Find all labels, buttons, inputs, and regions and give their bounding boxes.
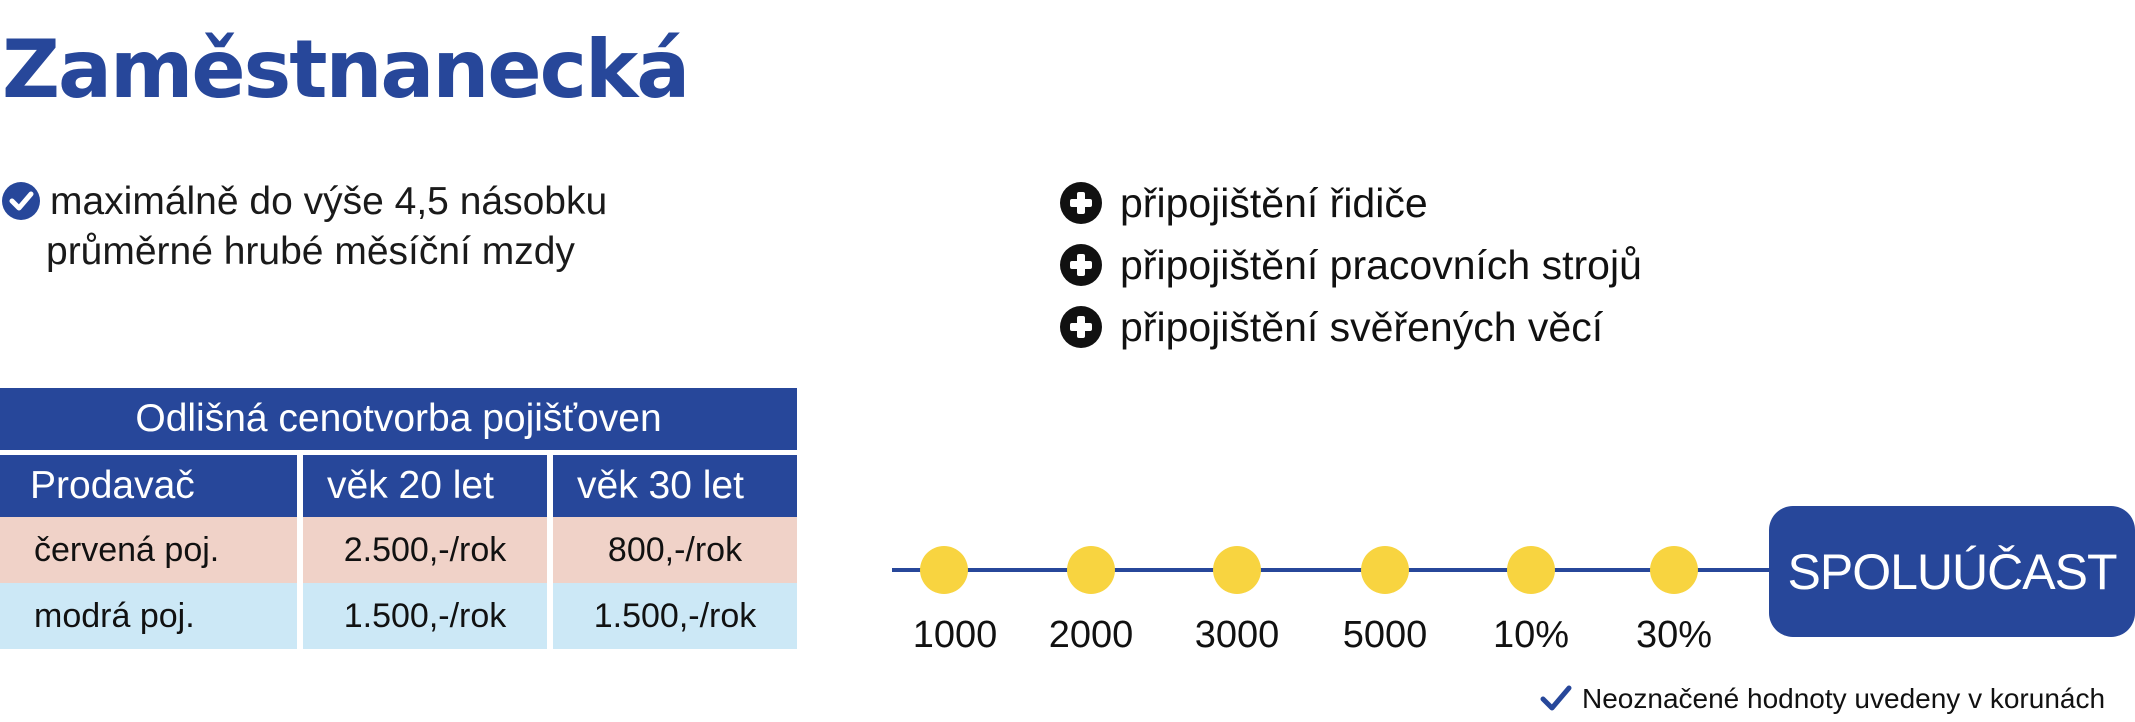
deductible-option-label: 1000 xyxy=(912,614,998,656)
plus-circle-icon xyxy=(1060,306,1102,348)
deductible-option-label: 2000 xyxy=(1048,614,1134,656)
deductible-option-dot[interactable] xyxy=(1507,546,1555,594)
limit-feature-line-1: maximálně do výše 4,5 násobku xyxy=(50,180,608,223)
header-age-20: věk 20 let xyxy=(297,452,550,517)
header-seller: Prodavač xyxy=(0,452,300,517)
deductible-option-label: 5000 xyxy=(1342,614,1428,656)
cell-price-30: 1.500,-/rok xyxy=(546,583,798,649)
deductible-timeline-line xyxy=(892,568,1778,572)
deductible-option-label: 10% xyxy=(1492,614,1570,656)
deductible-option-dot[interactable] xyxy=(1361,546,1409,594)
pricing-table: Odlišná cenotvorba pojišťoven Prodavač v… xyxy=(0,388,798,649)
deductible-label-box: SPOLUÚČAST xyxy=(1769,506,2135,637)
deductible-option-dot[interactable] xyxy=(920,546,968,594)
cell-seller: červená poj. xyxy=(0,517,300,583)
deductible-option-dot[interactable] xyxy=(1650,546,1698,594)
table-row: červená poj. 2.500,-/rok 800,-/rok xyxy=(0,517,798,583)
page-title: Zaměstnanecká xyxy=(2,23,690,116)
header-age-30: věk 30 let xyxy=(546,452,798,517)
addon-label: připojištění řidiče xyxy=(1120,180,1428,226)
addon-label: připojištění svěřených věcí xyxy=(1120,304,1604,350)
deductible-option-label: 30% xyxy=(1635,614,1713,656)
table-header-row: Prodavač věk 20 let věk 30 let xyxy=(0,452,798,517)
deductible-option-dot[interactable] xyxy=(1213,546,1261,594)
deductible-option-label: 3000 xyxy=(1194,614,1280,656)
cell-price-30: 800,-/rok xyxy=(546,517,798,583)
check-circle-icon xyxy=(2,182,40,220)
plus-circle-icon xyxy=(1060,244,1102,286)
cell-price-20: 2.500,-/rok xyxy=(297,517,550,583)
plus-circle-icon xyxy=(1060,182,1102,224)
addon-label: připojištění pracovních strojů xyxy=(1120,242,1642,288)
cell-seller: modrá poj. xyxy=(0,583,300,649)
checkmark-icon xyxy=(1540,685,1572,711)
footnote-text: Neoznačené hodnoty uvedeny v korunách xyxy=(1582,683,2106,714)
limit-feature-line-2: průměrné hrubé měsíční mzdy xyxy=(46,230,575,273)
cell-price-20: 1.500,-/rok xyxy=(297,583,550,649)
table-row: modrá poj. 1.500,-/rok 1.500,-/rok xyxy=(0,583,798,649)
deductible-option-dot[interactable] xyxy=(1067,546,1115,594)
pricing-table-caption: Odlišná cenotvorba pojišťoven xyxy=(0,388,798,455)
